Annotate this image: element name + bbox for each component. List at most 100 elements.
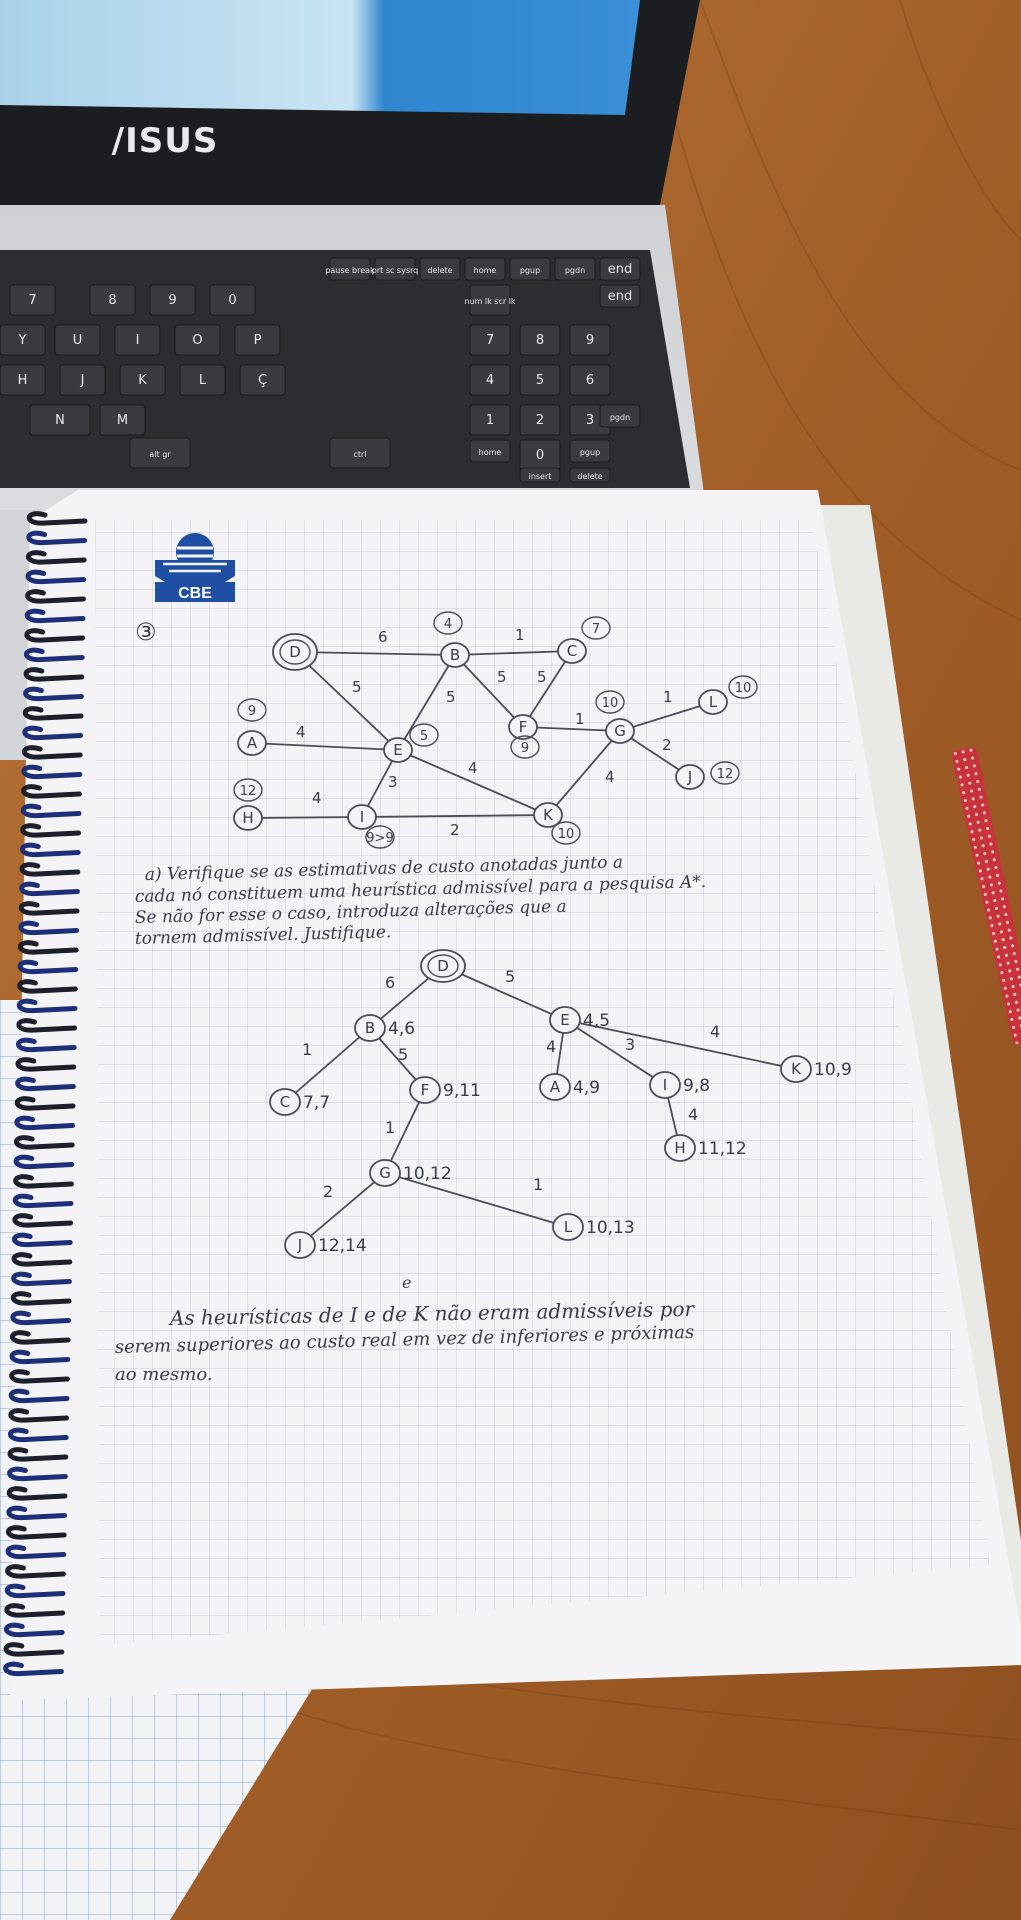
spiral-ring: [19, 881, 80, 897]
graph-edge-weight: 4: [468, 759, 478, 777]
spiral-ring: [24, 608, 86, 624]
graph-node-label: J: [687, 768, 692, 786]
spiral-ring: [17, 940, 79, 955]
graph-edge: [522, 726, 621, 732]
keyboard-key: 9: [149, 284, 196, 316]
tree-node-value: 4,5: [583, 1011, 610, 1031]
heuristic-circle: [237, 698, 267, 722]
keyboard-key: pause break: [325, 257, 375, 281]
key-label: 8: [108, 293, 116, 308]
keyboard-key: N: [29, 404, 91, 436]
spiral-ring: [26, 511, 88, 526]
tree-root-label: D: [437, 957, 449, 975]
graph-node-heuristic: 12: [240, 784, 257, 799]
spiral-ring: [12, 1213, 74, 1228]
graph-node: K: [533, 802, 563, 828]
spiral-ring: [21, 784, 82, 799]
tree-node-value: 10,13: [586, 1218, 635, 1238]
graph-edge: [251, 742, 399, 751]
pencil: [951, 747, 1021, 1044]
graph-edge: [294, 651, 399, 751]
heuristic-circle: [233, 778, 263, 802]
graph-node-label: K: [543, 806, 554, 824]
graph-edge-weight: 3: [388, 773, 398, 791]
key-label: prt sc sysrq: [372, 266, 418, 275]
spiral-ring: [11, 1232, 73, 1248]
keyboard-key: alt gr: [129, 437, 191, 469]
heuristic-circle: [595, 690, 625, 714]
graph-edge-weight: 2: [450, 821, 460, 839]
tree-edge-weight: 1: [533, 1175, 543, 1194]
graph-node-label: F: [519, 718, 528, 736]
spiral-ring: [7, 1466, 68, 1482]
spiral-ring: [3, 1622, 65, 1638]
key-label: 1: [486, 413, 494, 428]
key-label: O: [192, 333, 202, 348]
graph-edge: [547, 730, 621, 816]
keyboard-key: num lk scr lk: [464, 284, 516, 316]
key-label: 7: [28, 293, 36, 308]
spiral-ring: [5, 1564, 66, 1579]
tree-edge: [442, 965, 566, 1021]
tree-edge-weight: 4: [710, 1022, 720, 1041]
keyboard-key: P: [234, 324, 281, 356]
spiral-ring: [8, 1388, 70, 1404]
keyboard-key: 0: [209, 284, 256, 316]
spiral-ring: [13, 1135, 75, 1150]
graph-node: D: [272, 633, 318, 671]
keyboard-key: ctrl: [329, 437, 391, 469]
keyboard-key: 8: [89, 284, 136, 316]
graph-edge: [619, 701, 714, 732]
graph-edge-weight: 6: [378, 628, 388, 646]
keyboard-key: 4: [469, 364, 511, 396]
key-label: K: [138, 373, 147, 388]
tree-node-label: G: [379, 1164, 391, 1182]
keyboard-key: delete: [419, 257, 461, 281]
graph-node-label: L: [709, 693, 718, 711]
tree-node-value: 12,14: [318, 1236, 367, 1256]
spiral-ring: [18, 920, 80, 936]
keyboard-key: 2: [519, 404, 561, 436]
graph-node: F: [508, 714, 538, 740]
graph-node-heuristic: 9: [521, 741, 529, 756]
spiral-ring: [22, 706, 84, 721]
spiral-ring: [23, 647, 85, 663]
keyboard-key: Y: [0, 324, 46, 356]
tree-node-value: 7,7: [303, 1093, 330, 1113]
spiral-ring: [19, 842, 81, 858]
graph-edge: [454, 654, 524, 728]
tree-node-label: F: [421, 1081, 430, 1099]
tree-node-label: A: [550, 1078, 561, 1096]
graph-edge: [361, 814, 549, 818]
spiral-ring: [25, 550, 87, 565]
spiral-ring: [16, 998, 78, 1014]
keyboard-key: O: [174, 324, 221, 356]
graph-node-heuristic: 12: [717, 767, 734, 782]
tree-node-value: 4,6: [388, 1019, 415, 1039]
tree-node-label: J: [297, 1236, 302, 1254]
graph-node-heuristic: 4: [444, 617, 452, 632]
key-label: pgdn: [565, 266, 585, 275]
key-label: pgup: [580, 448, 600, 457]
graph-node: E: [383, 737, 413, 763]
graph-edge: [397, 749, 549, 816]
graph-edge-weight: 1: [663, 688, 673, 706]
graph-node-label: H: [242, 809, 253, 827]
key-label: J: [80, 373, 85, 388]
key-label: pgup: [520, 266, 540, 275]
graph-edge: [522, 650, 573, 728]
spiral-ring: [15, 1037, 77, 1053]
keyboard-key: 7: [469, 324, 511, 356]
tree-edge-weight: 5: [505, 967, 515, 986]
key-label: 4: [486, 373, 494, 388]
key-label: end: [608, 262, 633, 277]
keyboard-key: Ç: [239, 364, 286, 396]
key-label: M: [117, 413, 128, 428]
spiral-ring: [11, 1252, 73, 1267]
graph-node-heuristic: 7: [592, 622, 600, 637]
key-label: home: [474, 266, 497, 275]
tree-node-value: 4,9: [573, 1078, 600, 1098]
